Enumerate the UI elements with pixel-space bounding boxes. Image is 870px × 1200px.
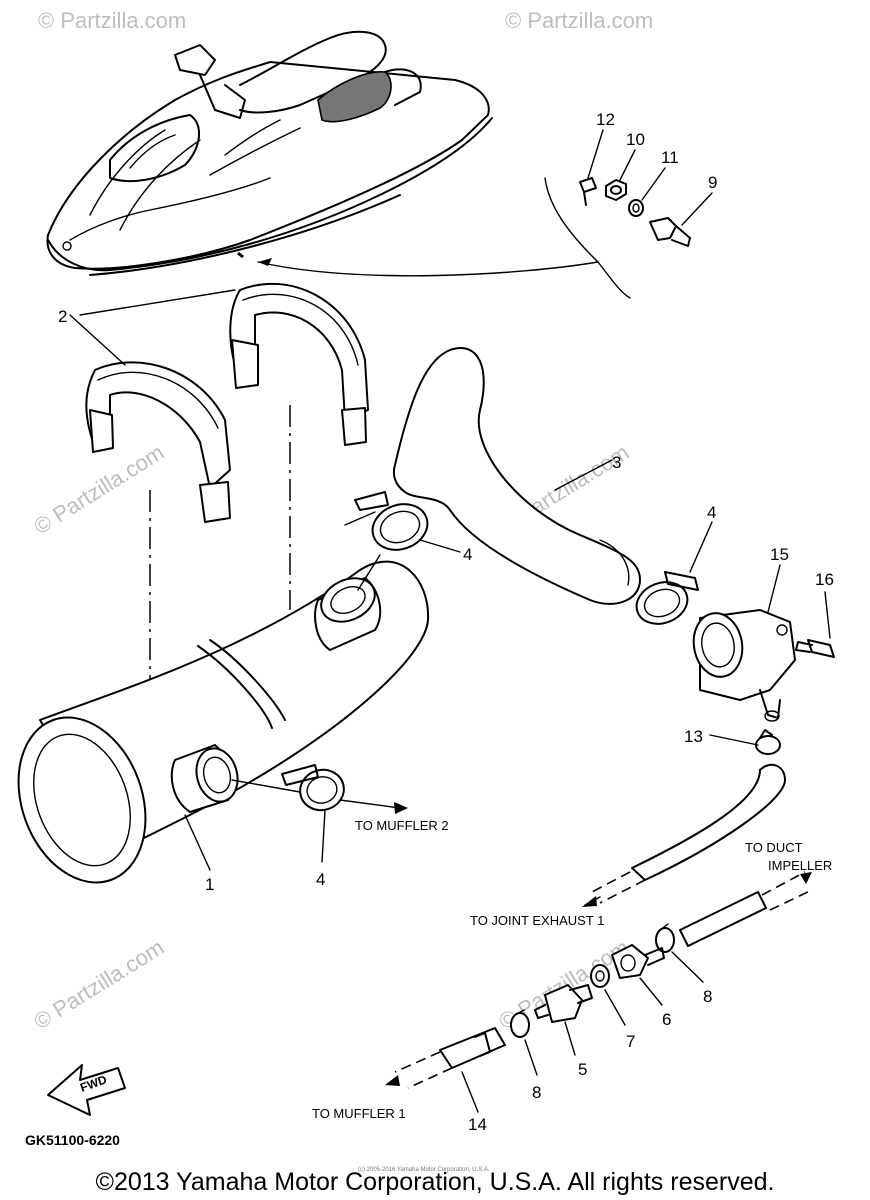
leader-line — [257, 261, 599, 277]
hose-clamp-top — [344, 491, 429, 551]
label-to-muffler-2: TO MUFFLER 2 — [355, 818, 449, 833]
hose-nipple — [534, 984, 593, 1023]
duct-pipe — [679, 871, 813, 947]
callout-labels: TO MUFFLER 2 TO JOINT EXHAUST 1 TO DUCT … — [312, 818, 832, 1121]
watermark: © Partzilla.com — [505, 8, 653, 33]
washer — [590, 964, 610, 988]
copyright-notice: ©2013 Yamaha Motor Corporation, U.S.A. A… — [96, 1168, 775, 1196]
part-number-4: 4 — [316, 870, 325, 889]
part-number-13: 13 — [684, 727, 703, 746]
part-number-15: 15 — [770, 545, 789, 564]
hose-clamp-8-right — [655, 923, 675, 953]
part-number-12: 12 — [596, 110, 615, 129]
part-number-2: 2 — [58, 307, 67, 326]
lower-hose — [394, 1027, 506, 1089]
muffler-strap-right — [229, 282, 369, 446]
exhaust-hose — [392, 347, 641, 605]
part-number-7: 7 — [626, 1032, 635, 1051]
muffler-strap-left — [85, 361, 231, 523]
part-number-9: 9 — [708, 173, 717, 192]
hose-clamp-bottom — [281, 764, 345, 812]
bolt — [795, 639, 835, 658]
part-number-8: 8 — [532, 1083, 541, 1102]
watermark: © Partzilla.com — [38, 8, 186, 33]
part-number-labels: 1 2 3 4 4 4 5 6 7 8 8 9 10 11 12 13 14 1… — [58, 110, 834, 1134]
pipe-fitting — [611, 944, 665, 979]
part-number-4: 4 — [463, 545, 472, 564]
part-number-1: 1 — [205, 875, 214, 894]
water-hose — [589, 763, 786, 904]
part-number-16: 16 — [815, 570, 834, 589]
part-number-5: 5 — [578, 1060, 587, 1079]
part-number-8: 8 — [703, 987, 712, 1006]
part-number-14: 14 — [468, 1115, 487, 1134]
bracket-line — [544, 177, 631, 299]
watercraft-illustration — [46, 30, 493, 276]
part-number-4: 4 — [707, 503, 716, 522]
watermark: © Partzilla.com — [29, 439, 168, 539]
fastener-group — [579, 177, 691, 247]
small-clamp — [755, 729, 781, 755]
hose-clamp-8-left — [510, 1009, 530, 1038]
part-number-10: 10 — [626, 130, 645, 149]
hose-clamp-right — [635, 521, 713, 625]
part-number-6: 6 — [662, 1010, 671, 1029]
small-copyright: (c) 2005-2016 Yamaha Motor Corporation, … — [358, 1167, 490, 1173]
part-number-3: 3 — [612, 453, 621, 472]
muffler — [17, 560, 430, 884]
forward-arrow: FWD — [47, 1064, 126, 1116]
diagram-code: GK51100-6220 — [25, 1132, 120, 1148]
label-impeller: IMPELLER — [768, 858, 832, 873]
label-to-muffler-1: TO MUFFLER 1 — [312, 1106, 406, 1121]
label-to-joint-exhaust-1: TO JOINT EXHAUST 1 — [470, 913, 604, 928]
watermark: © Partzilla.com — [29, 934, 168, 1034]
exhaust-fitting — [692, 609, 796, 722]
part-number-11: 11 — [661, 148, 679, 167]
label-to-duct: TO DUCT — [745, 840, 803, 855]
